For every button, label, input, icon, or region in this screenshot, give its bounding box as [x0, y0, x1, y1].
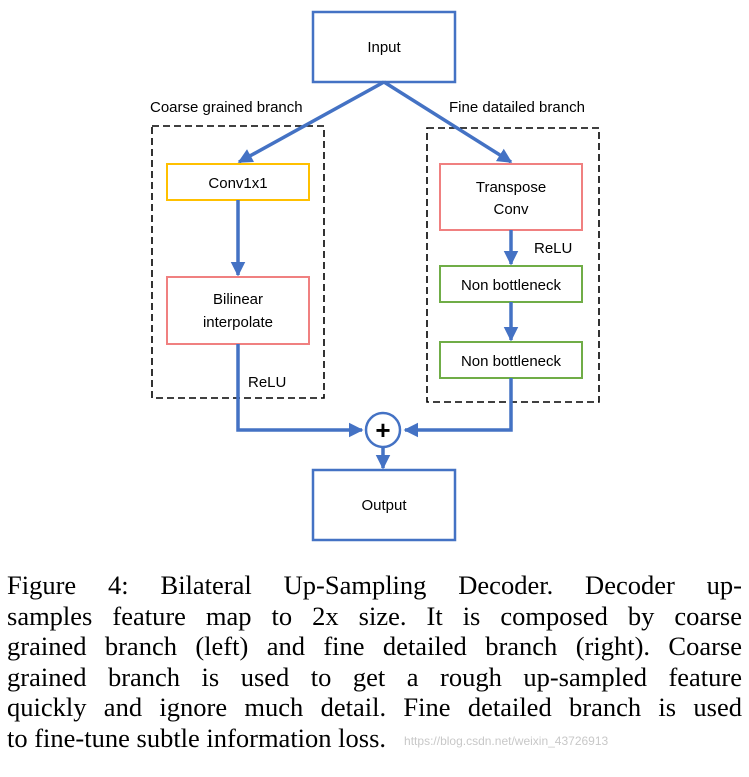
caption-line-6: to fine-tune subtle information loss.	[7, 722, 387, 753]
caption-line-5: quickly and ignore much detail. Fine det…	[7, 692, 742, 722]
conv1x1-label: Conv1x1	[208, 175, 267, 192]
nonbottleneck-box-1	[439, 265, 583, 303]
bilinear-interpolate-box	[166, 276, 310, 345]
input-box	[311, 10, 457, 84]
input-label: Input	[367, 39, 401, 56]
conv1x1-box	[166, 163, 310, 201]
nonbottleneck-box-2	[439, 341, 583, 379]
bilinear-label-line1: Bilinear	[213, 291, 263, 308]
fine-branch-container	[426, 127, 600, 403]
caption-line-4: grained branch is used to get a rough up…	[7, 661, 742, 692]
nonbottleneck-label-2: Non bottleneck	[461, 353, 562, 370]
nonbottleneck-label-1: Non bottleneck	[461, 277, 562, 294]
figure-caption: Figure 4: Bilateral Up-Sampling Decoder.…	[7, 570, 742, 756]
arrow-input-to-conv1x1	[237, 80, 385, 164]
relu-label-fine: ReLU	[534, 240, 572, 257]
coarse-branch-label: Coarse grained branch	[150, 99, 303, 116]
relu-label-coarse: ReLU	[248, 374, 286, 391]
caption-line-2: samples feature map to 2x size. It is co…	[7, 600, 742, 631]
caption-line-6-wrapper: to fine-tune subtle information loss. htt…	[7, 723, 742, 757]
caption-line-1: Figure 4: Bilateral Up-Sampling Decoder.…	[7, 570, 742, 600]
add-symbol: +	[375, 415, 390, 445]
watermark-text: https://blog.csdn.net/weixin_43726913	[404, 733, 609, 748]
decoder-diagram: Coarse grained branch Fine datailed bran…	[150, 10, 600, 542]
caption-line-3: grained branch (left) and fine detailed …	[7, 631, 742, 661]
bilinear-label-line2: interpolate	[203, 314, 273, 331]
transpose-label-line2: Conv	[493, 201, 529, 218]
arrow-nonbottleneck2-to-add	[403, 378, 513, 438]
fine-branch-label: Fine datailed branch	[449, 99, 585, 116]
output-label: Output	[361, 497, 407, 514]
transpose-conv-box	[439, 163, 583, 231]
arrow-input-to-transpose	[383, 80, 513, 164]
output-box	[311, 468, 457, 542]
transpose-label-line1: Transpose	[476, 179, 546, 196]
arrow-bilinear-to-add	[236, 344, 364, 438]
